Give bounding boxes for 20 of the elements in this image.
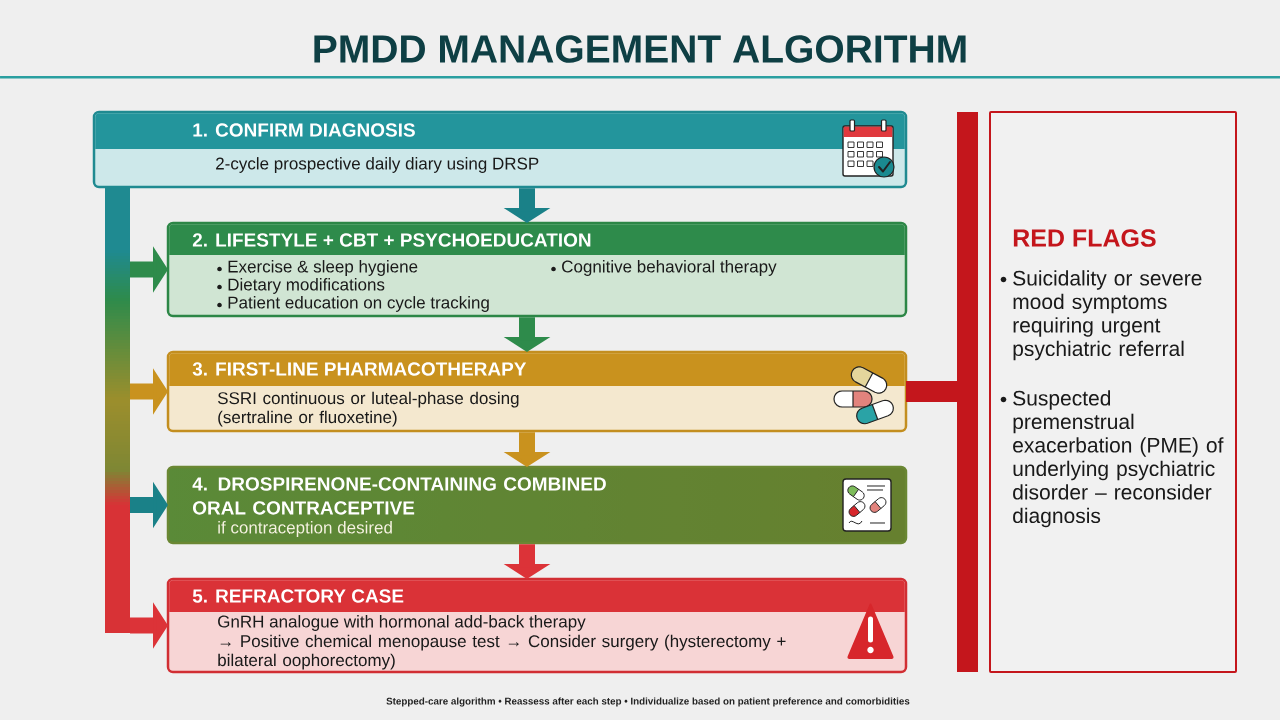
step-heading: 4. DROSPIRENONE-CONTAINING COMBINED ORAL CONTRACEPTIVE <box>192 477 606 515</box>
caption: Stepped-care algorithm • Reassess after each step • Individualize based on patient preference and comorbidities <box>386 697 910 707</box>
step-description: → Positive chemical menopause test → Consider surgery (hysterectomy + bilateral oophorectomy) <box>218 634 786 670</box>
connector-bar <box>906 112 978 672</box>
panel-heading: RED FLAGS <box>1013 229 1156 247</box>
step-description: SSRI continuous or luteal-phase dosing (sertraline or fluoxetine) <box>218 391 519 427</box>
title: PMDD MANAGEMENT ALGORITHM <box>314 35 966 63</box>
step-description: if contraception desired <box>218 521 392 537</box>
list-item: Suicidality or severe mood symptoms requiring urgent psychiatric referral <box>1013 270 1202 361</box>
step-heading: 5. REFRACTORY CASE <box>169 580 905 612</box>
list-item: Cognitive behavioral therapy <box>562 260 777 276</box>
step-description: GnRH analogue with hormonal add-back therapy <box>218 615 586 631</box>
vertical-bar <box>105 187 130 633</box>
list-item: Dietary modifications <box>228 278 385 294</box>
step-description: 2-cycle prospective daily diary using DRSP <box>216 157 539 173</box>
list-item: Suspected premenstrual exacerbation (PME) of underlying psychiatric disorder – reconsider diagnosis <box>1013 390 1224 528</box>
step-heading: 1. CONFIRM DIAGNOSIS <box>95 113 905 149</box>
step-heading: 2. LIFESTYLE + CBT + PSYCHOEDUCATION <box>169 224 905 255</box>
list-item: Patient education on cycle tracking <box>228 296 489 312</box>
list-item: Exercise & sleep hygiene <box>228 260 418 276</box>
